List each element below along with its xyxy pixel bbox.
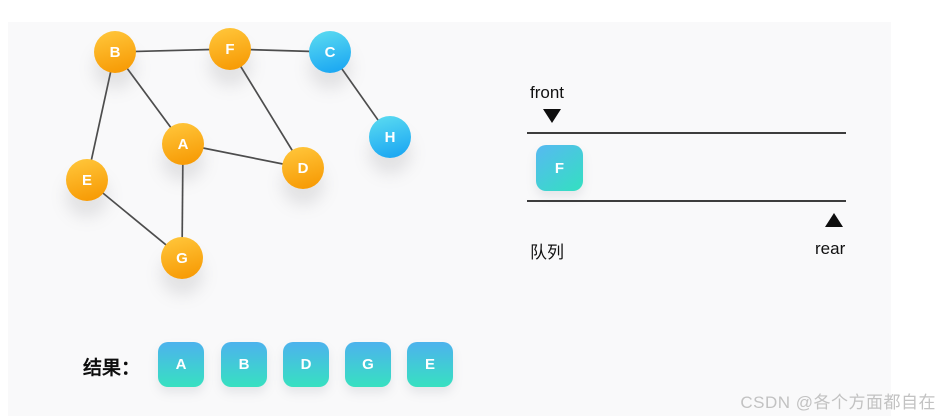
edge-B-E <box>86 51 116 181</box>
queue-front-label: front <box>530 83 565 102</box>
rear-pointer-icon <box>825 213 843 227</box>
graph-node-b[interactable]: B <box>94 31 136 73</box>
edge-F-D <box>229 48 304 169</box>
queue-item[interactable]: F <box>536 145 583 191</box>
graph-node-f[interactable]: F <box>209 28 251 70</box>
result-item: D <box>283 342 329 387</box>
graph-node-d[interactable]: D <box>282 147 324 189</box>
queue-bottom-line <box>527 200 846 202</box>
graph-node-g[interactable]: G <box>161 237 203 279</box>
result-item: A <box>158 342 204 387</box>
result-label: 结果： <box>83 358 141 379</box>
result-item: B <box>221 342 267 387</box>
front-pointer-icon <box>543 109 561 123</box>
graph-node-h[interactable]: H <box>369 116 411 158</box>
graph-node-c[interactable]: C <box>309 31 351 73</box>
result-item: G <box>345 342 391 387</box>
queue-rear-label: rear <box>815 239 846 258</box>
result-item: E <box>407 342 453 387</box>
graph-node-a[interactable]: A <box>162 123 204 165</box>
graph-node-e[interactable]: E <box>66 159 108 201</box>
queue-top-line <box>527 132 846 134</box>
csdn-watermark: CSDN @各个方面都自在 <box>740 393 936 412</box>
queue-title: 队列 <box>530 243 564 262</box>
